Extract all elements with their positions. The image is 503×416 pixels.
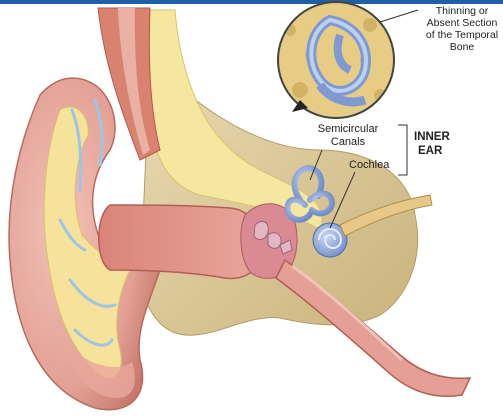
semicircular-label-line1: Semicircular [318,123,379,135]
callout-label-line1: Thinning or [436,5,489,17]
inner-ear-label-line2: EAR [418,145,443,157]
ear-canal [99,205,259,278]
semicircular-label-line2: Canals [331,136,366,148]
callout-label-line3: of the Temporal [426,29,498,41]
callout-label-line2: Absent Section [427,17,498,29]
top-bar [0,0,503,4]
inner-ear-label-line1: INNER [414,131,450,143]
callout-label-line4: Bone [450,41,475,53]
cochlea-label: Cochlea [349,159,390,171]
